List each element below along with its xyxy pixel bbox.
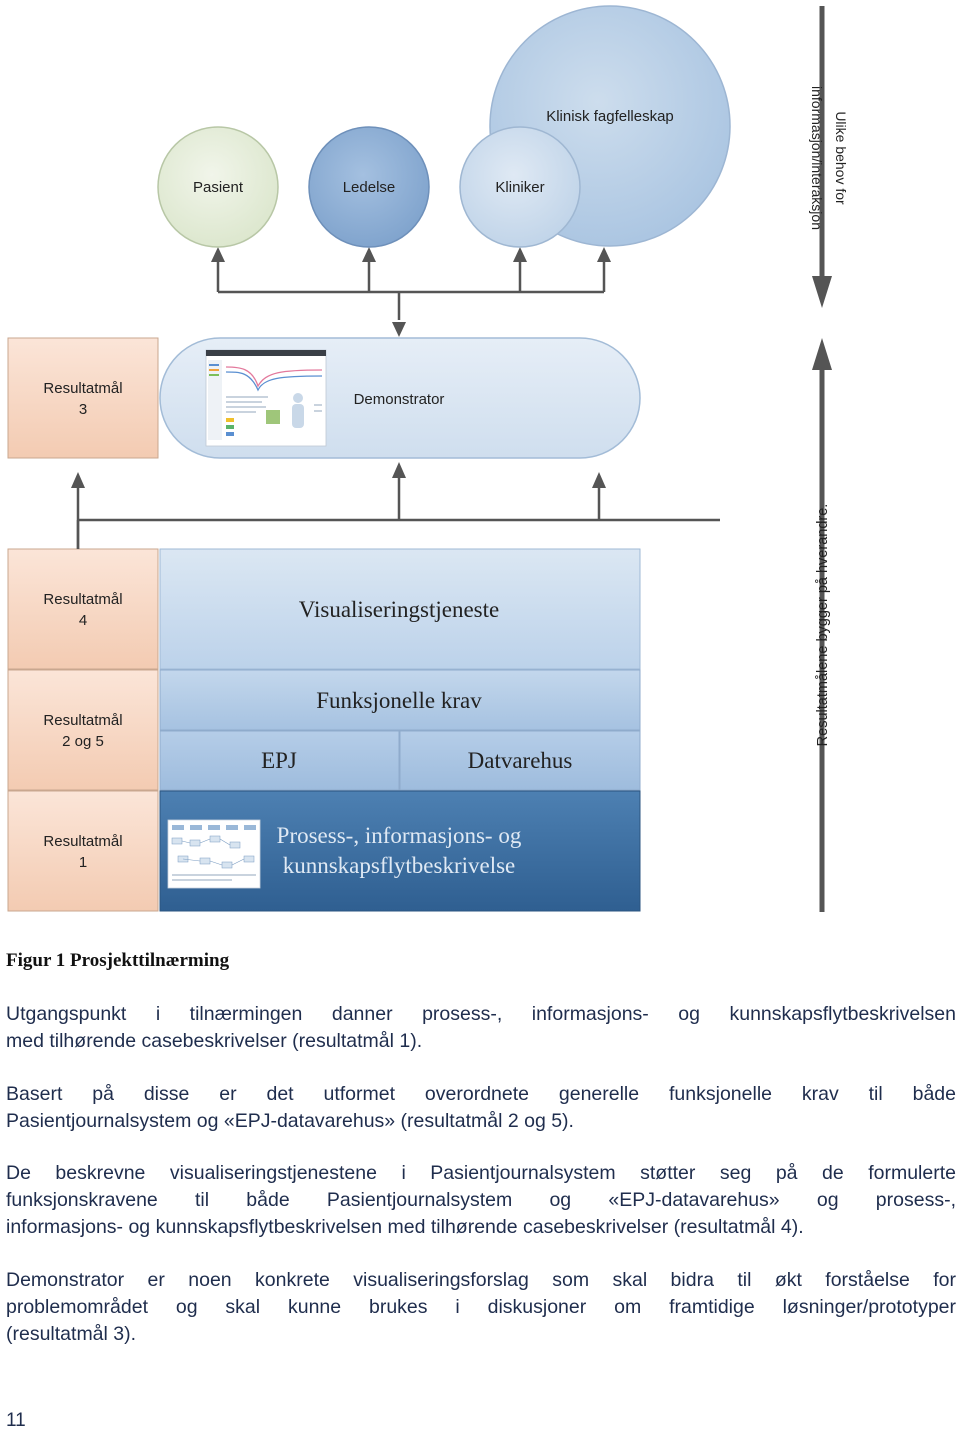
label-resultatmaal-bygger: Resultatmålene bygger på hverandre. — [815, 504, 831, 747]
label-ulike-behov-1: Ulike behov for — [833, 111, 849, 205]
resultatmaal-1-line2: 1 — [79, 854, 87, 871]
resultatmaal-2-5-line2: 2 og 5 — [62, 733, 104, 750]
resultatmaal-4-line2: 4 — [79, 612, 87, 629]
label-pasient: Pasient — [193, 179, 244, 196]
paragraph-3: De beskrevne visualiseringstjenestene i … — [6, 1160, 956, 1241]
connector-arrowheads — [211, 247, 611, 337]
paragraph-2: Basert på disse er det utformet overordn… — [6, 1081, 956, 1135]
resultatmaal-4-line1: Resultatmål — [43, 591, 122, 608]
datvarehus-box: Datvarehus — [399, 730, 641, 791]
resultatmaal-2-5-box: Resultatmål 2 og 5 — [7, 669, 159, 791]
label-ulike-behov-2: informasjon/interaksjon — [809, 86, 825, 230]
left-connector-verticals — [76, 488, 601, 549]
resultatmaal-2-5-line1: Resultatmål — [43, 712, 122, 729]
demonstrator-thumbnail — [205, 349, 327, 447]
circle-kliniker: Kliniker — [459, 126, 581, 248]
paragraph-3-line-3: informasjons- og kunnskapsflytbeskrivels… — [6, 1216, 804, 1238]
paragraph-1: Utgangspunkt i tilnærmingen danner prose… — [6, 1001, 956, 1055]
label-ledelse: Ledelse — [343, 179, 396, 196]
epj-box: EPJ — [159, 730, 400, 791]
resultatmaal-4-box: Resultatmål 4 — [7, 548, 159, 670]
demonstrator-label: Demonstrator — [354, 391, 445, 408]
circle-ledelse: Ledelse — [308, 126, 430, 248]
funksjonelle-krav-layer: Funksjonelle krav — [159, 669, 641, 731]
page-number: 11 — [6, 1410, 26, 1431]
resultatmaal-3-line2: 3 — [79, 401, 87, 418]
paragraph-4: Demonstrator er noen konkrete visualiser… — [6, 1267, 956, 1348]
epj-label: EPJ — [261, 748, 297, 773]
resultatmaal-1-box: Resultatmål 1 — [7, 790, 159, 912]
paragraph-2-line-2: Pasientjournalsystem og «EPJ-datavarehus… — [6, 1110, 574, 1132]
paragraph-4-line-1: Demonstrator er noen konkrete visualiser… — [6, 1269, 956, 1291]
circle-connectors — [216, 262, 606, 320]
datvarehus-label: Datvarehus — [468, 748, 573, 773]
left-connectors — [76, 478, 720, 549]
paragraph-3-line-2: funksjonskravene til både Pasientjournal… — [6, 1189, 956, 1211]
paragraph-4-line-3: (resultatmål 3). — [6, 1323, 137, 1345]
paragraph-3-line-1: De beskrevne visualiseringstjenestene i … — [6, 1162, 956, 1184]
resultatmaal-3-line1: Resultatmål — [43, 380, 122, 397]
prosess-label-1: Prosess-, informasjons- og — [277, 823, 522, 848]
visualiseringstjeneste-label: Visualiseringstjeneste — [299, 597, 499, 622]
visualiseringstjeneste-layer: Visualiseringstjeneste — [159, 548, 641, 670]
left-connector-arrowheads — [71, 462, 606, 488]
right-arrow-top: Ulike behov for informasjon/interaksjon — [809, 6, 849, 308]
figure-caption: Figur 1 Prosjekttilnærming — [6, 950, 230, 971]
label-kliniker: Kliniker — [495, 179, 544, 196]
funksjonelle-krav-label: Funksjonelle krav — [316, 688, 482, 713]
resultatmaal-1-line1: Resultatmål — [43, 833, 122, 850]
paragraph-1-line-1: Utgangspunkt i tilnærmingen danner prose… — [6, 1003, 956, 1025]
paragraph-2-line-1: Basert på disse er det utformet overordn… — [6, 1083, 956, 1105]
project-approach-diagram: Klinisk fagfelleskap Pasient Ledelse Kli… — [7, 5, 849, 912]
label-klinisk-fagfelleskap: Klinisk fagfelleskap — [546, 108, 674, 125]
resultatmaal-3-box: Resultatmål 3 — [7, 337, 159, 459]
process-flow-thumbnail — [167, 819, 261, 889]
paragraph-1-line-2: med tilhørende casebeskrivelser (resulta… — [6, 1030, 423, 1052]
right-arrow-bottom: Resultatmålene bygger på hverandre. — [812, 338, 832, 912]
paragraph-4-line-2: problemområdet og skal kunne brukes i di… — [6, 1296, 956, 1318]
circle-pasient: Pasient — [157, 126, 279, 248]
prosess-label-2: kunnskapsflytbeskrivelse — [283, 853, 516, 878]
